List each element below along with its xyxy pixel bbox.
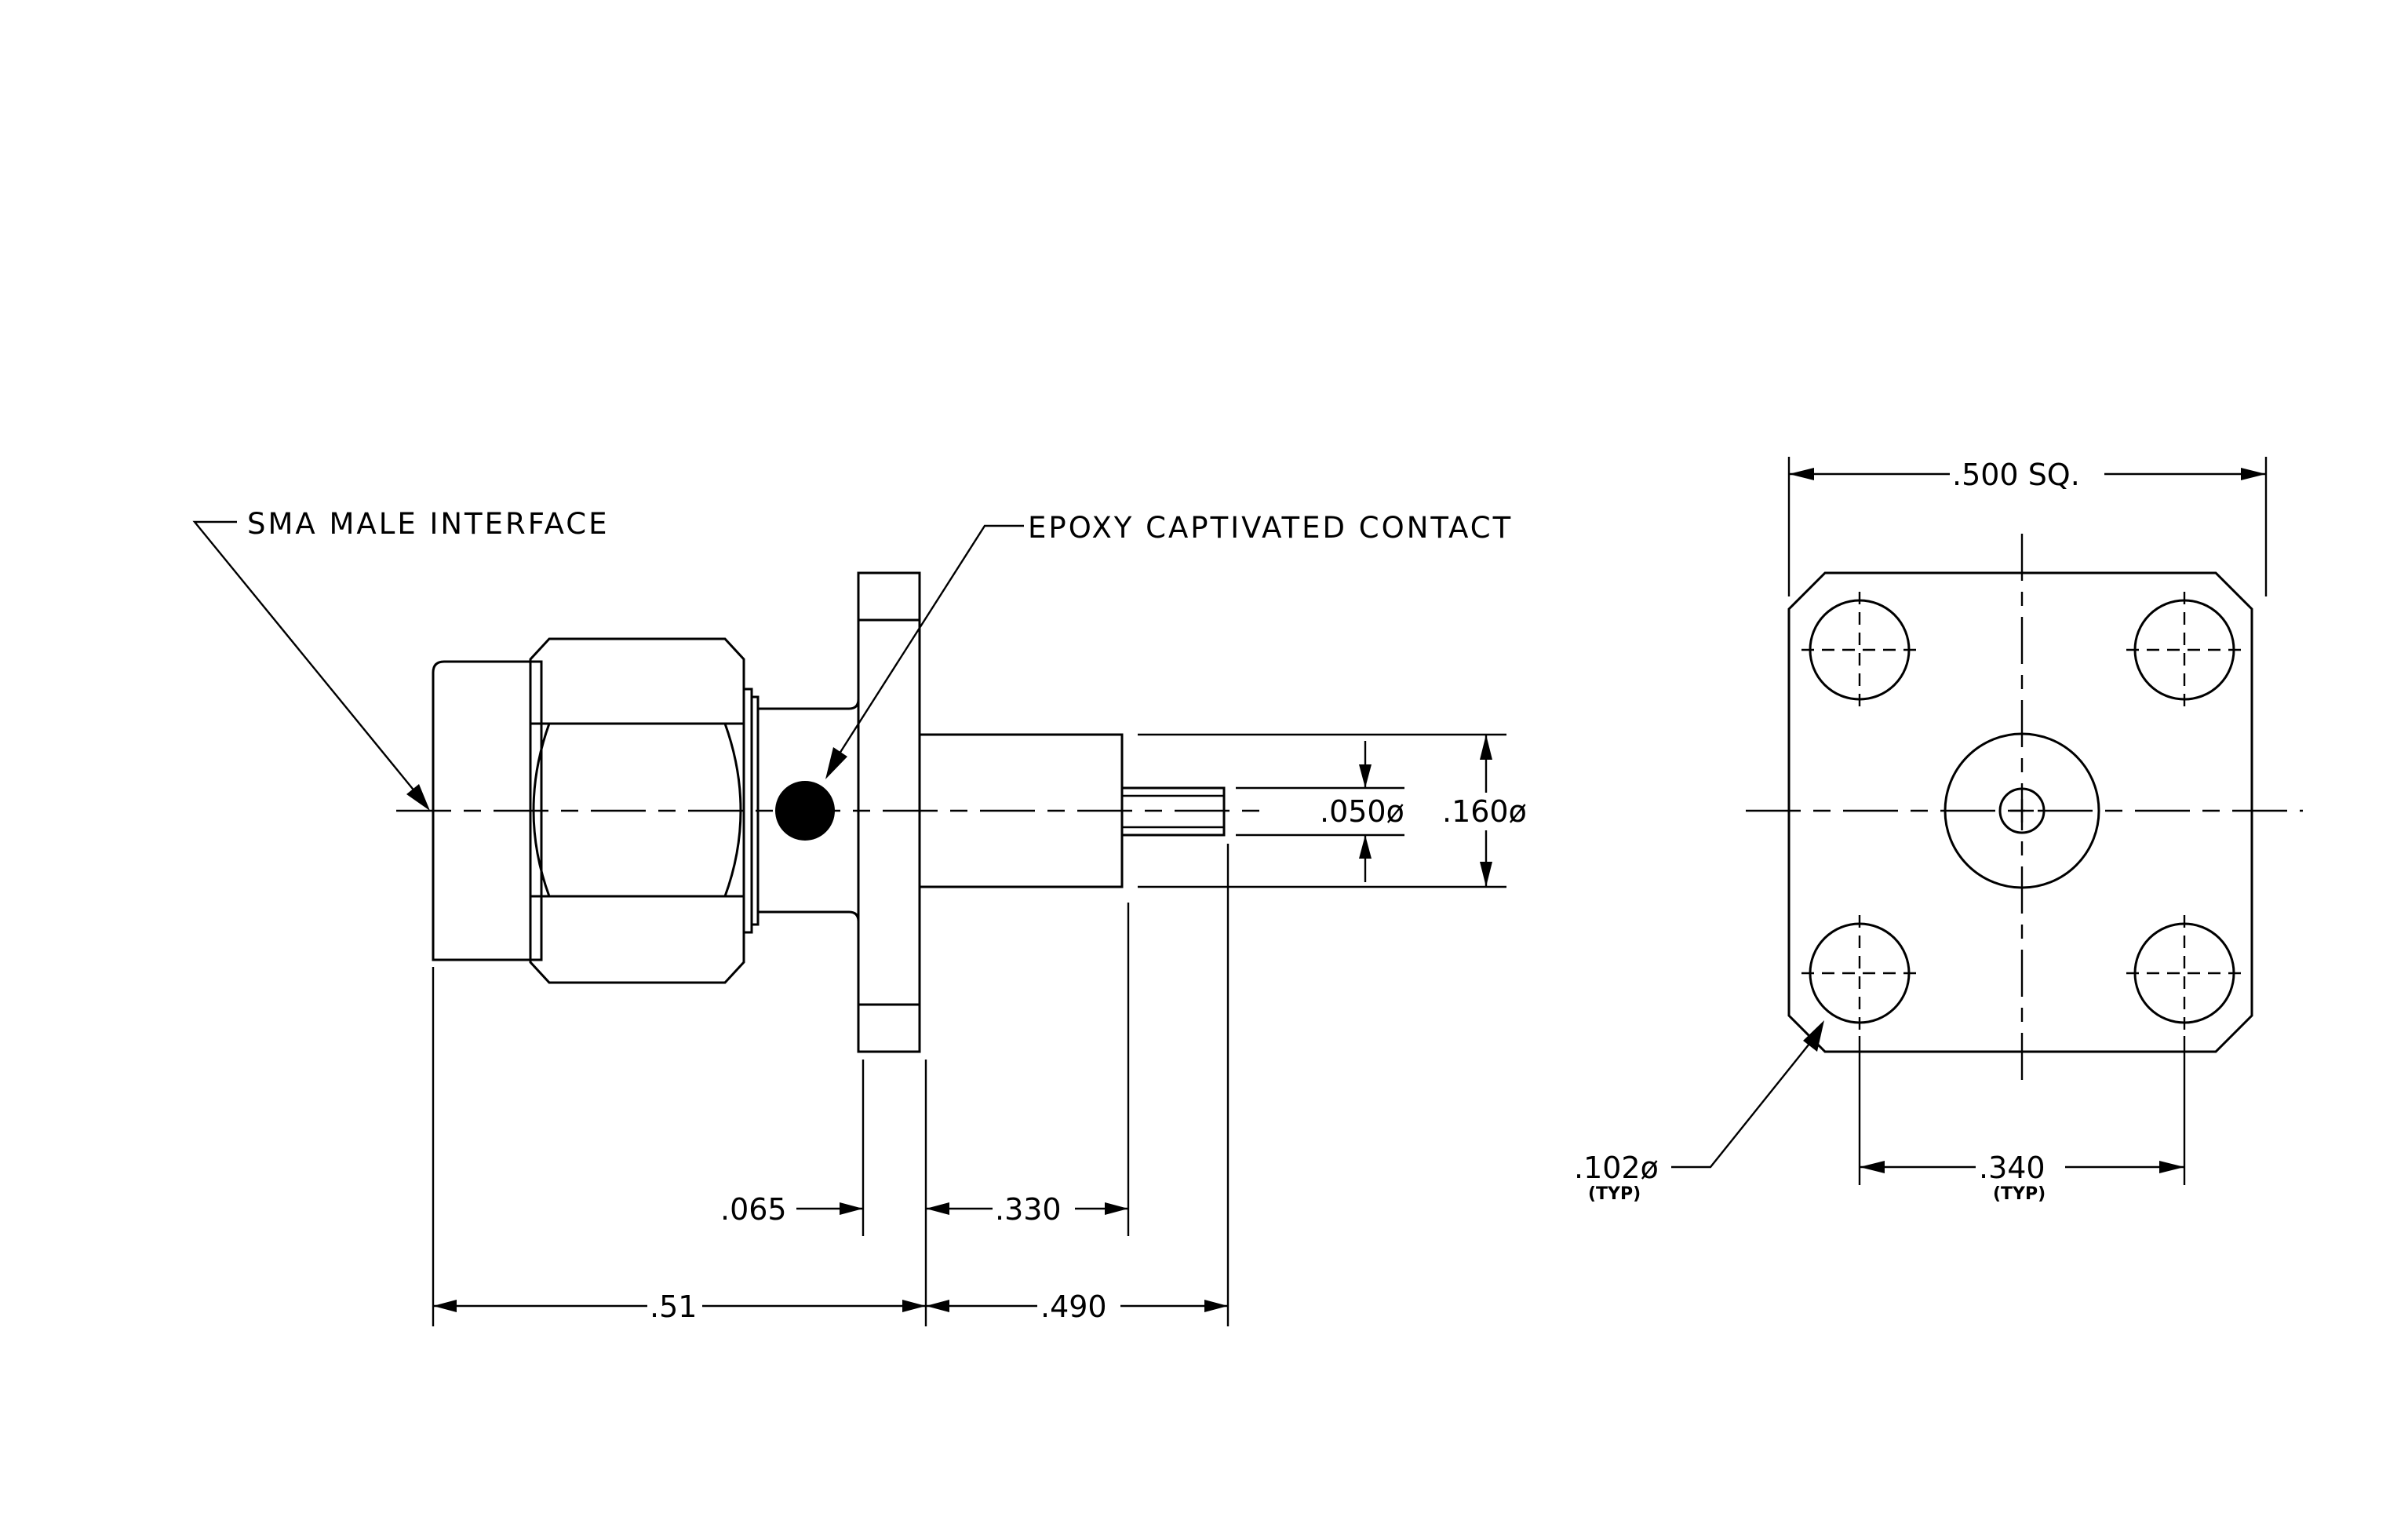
interface-leader xyxy=(192,520,430,811)
mount-hole-bl xyxy=(1801,915,1918,1031)
square-dim-text: .500 SQ. xyxy=(1952,458,2080,492)
epoxy-dot xyxy=(775,781,835,841)
mount-hole-br xyxy=(2126,915,2242,1031)
interface-label: SMA MALE INTERFACE xyxy=(247,507,610,541)
flange-square xyxy=(1787,571,2253,1053)
pin-dia-text: .050ø xyxy=(1320,794,1404,829)
front-len-dim xyxy=(433,1300,926,1312)
mount-hole-tr xyxy=(2126,592,2242,708)
flange-dim xyxy=(796,1202,863,1215)
hole-spacing-text: .340 xyxy=(1979,1151,2046,1185)
center-contact xyxy=(1998,787,2046,834)
contact-pin xyxy=(1120,786,1226,837)
body-len-dim xyxy=(926,1202,1128,1215)
coupling-front xyxy=(432,660,543,961)
hex-nut xyxy=(529,637,745,984)
body-dia-text: .160ø xyxy=(1442,794,1527,829)
body-len-text: .330 xyxy=(995,1192,1062,1227)
flange xyxy=(857,571,921,1053)
center-body xyxy=(1944,732,2100,889)
front-view: .500 SQ. .340 (TYP) .102ø (TYP) xyxy=(1574,457,2303,1204)
hole-spacing-dim xyxy=(1858,1036,2186,1185)
hole-dia-leader xyxy=(1671,1020,1824,1169)
contact-leader xyxy=(825,524,1024,779)
rear-len-dim xyxy=(926,1300,1228,1312)
body-dia-dim xyxy=(1480,735,1492,887)
flange-dim-text: .065 xyxy=(720,1192,787,1227)
rear-len-text: .490 xyxy=(1040,1289,1107,1324)
hole-dia-typ: (TYP) xyxy=(1588,1184,1641,1204)
mount-hole-tl xyxy=(1801,592,1918,708)
contact-label: EPOXY CAPTIVATED CONTACT xyxy=(1028,511,1513,545)
square-dim xyxy=(1787,457,2268,596)
hole-dia-text: .102ø xyxy=(1574,1151,1659,1185)
hex-shoulder-2 xyxy=(750,695,760,926)
hole-spacing-typ: (TYP) xyxy=(1993,1184,2046,1204)
pin-dia-dim xyxy=(1359,741,1372,882)
front-len-text: .51 xyxy=(650,1289,697,1324)
side-view: SMA MALE INTERFACE EPOXY CAPTIVATED CONT… xyxy=(192,507,1527,1326)
